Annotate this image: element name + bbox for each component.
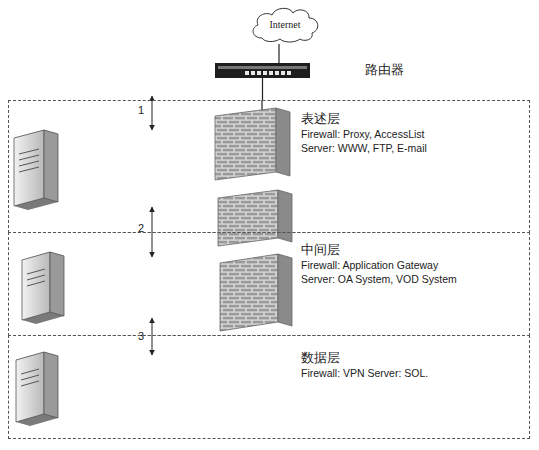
layer-title: 数据层 [301, 350, 428, 366]
layer-band: 表述层Firewall: Proxy, AccessListServer: WW… [8, 100, 530, 233]
layer-detail: Firewall: Proxy, AccessList [301, 127, 427, 141]
callout-number: 3 [138, 330, 144, 342]
callout-number: 1 [138, 104, 144, 116]
router-body [215, 63, 310, 78]
layer-band: 中间层Firewall: Application GatewayServer: … [8, 232, 530, 336]
layer-band: 数据层Firewall: VPN Server: SOL. [8, 335, 530, 439]
server-icon [22, 252, 64, 324]
node-label: Internet [269, 19, 300, 30]
server-icon [14, 130, 58, 210]
network-link [262, 78, 263, 100]
internet-cloud: Internet [248, 4, 322, 44]
layer-detail: Firewall: Application Gateway [301, 258, 457, 272]
layer-title: 表述层 [301, 111, 427, 127]
network-line [261, 100, 262, 110]
layer-detail: Server: OA System, VOD System [301, 272, 457, 286]
callout-number: 2 [138, 222, 144, 234]
network-link [278, 44, 279, 63]
dimension-arrow [152, 96, 153, 130]
layer-title: 中间层 [301, 242, 457, 258]
server-icon [16, 352, 58, 426]
dimension-arrow [152, 318, 153, 355]
router-device: 路由器 [215, 63, 310, 78]
firewall-stack [215, 108, 290, 180]
layer-detail: Server: WWW, FTP, E-mail [301, 141, 427, 155]
device-label: 路由器 [365, 61, 404, 79]
firewall-stack [218, 190, 292, 246]
firewall-stack [220, 254, 292, 331]
layer-detail: Firewall: VPN Server: SOL. [301, 366, 428, 380]
